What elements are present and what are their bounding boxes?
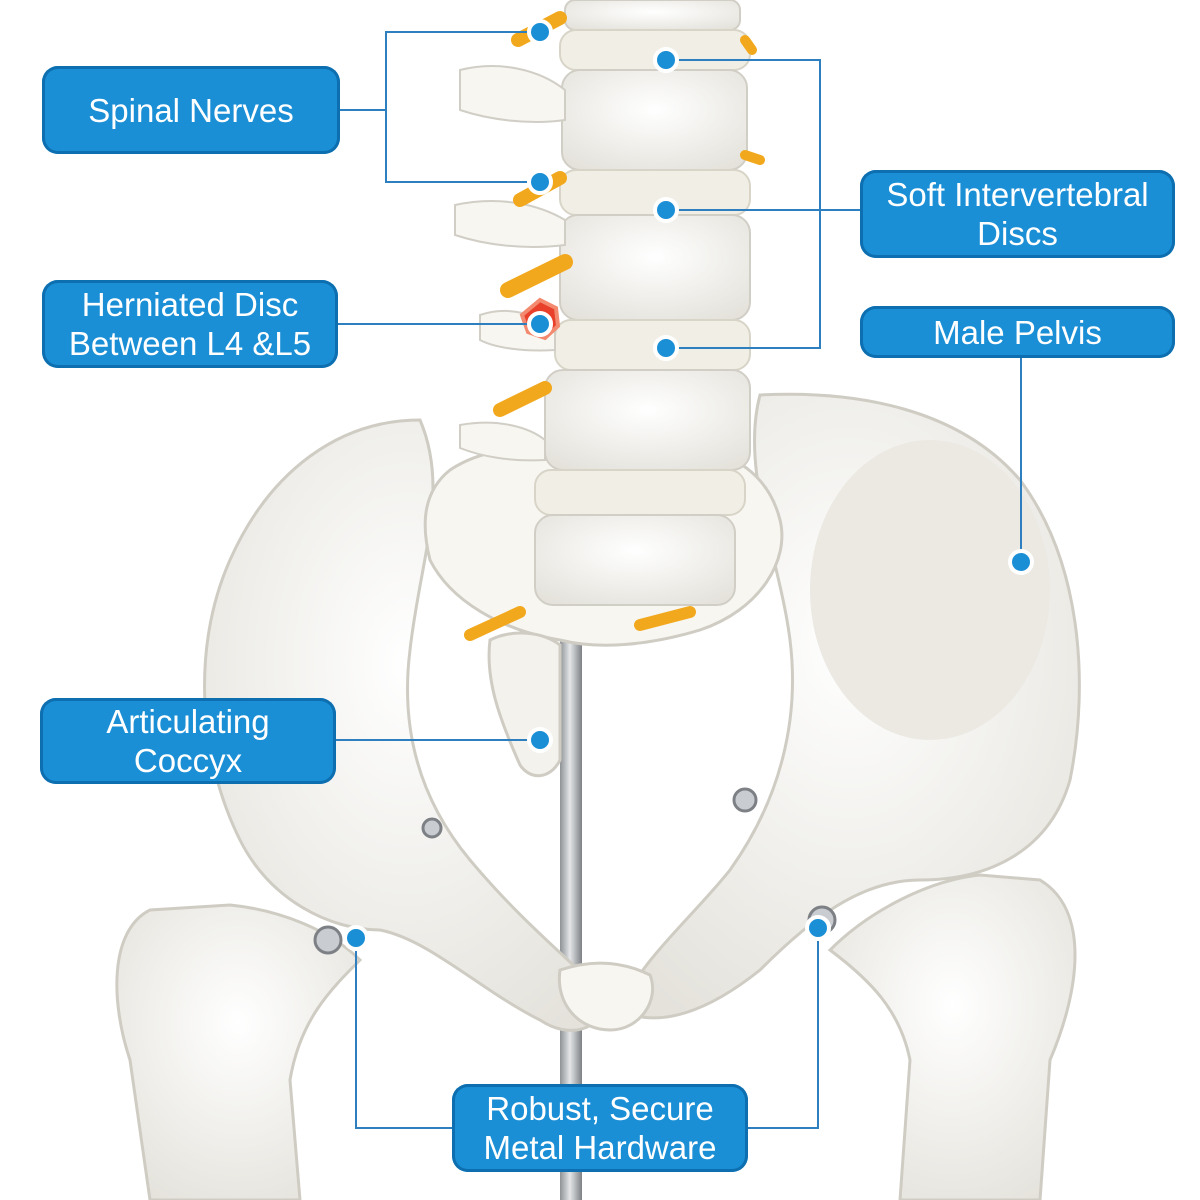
marker-nerve-bottom <box>527 169 553 195</box>
marker-hardware-left <box>343 925 369 951</box>
bolt-left-hip <box>313 925 343 955</box>
vertebra-l4 <box>544 369 751 471</box>
marker-disc-bottom <box>653 335 679 361</box>
left-ilium <box>203 418 612 1032</box>
label-coccyx-line-2: Coccyx <box>133 742 243 779</box>
label-spinal-nerves: Spinal Nerves <box>42 66 340 154</box>
leader-lines <box>336 31 1022 1129</box>
label-hardware: Robust, Secure Metal Hardware <box>452 1084 748 1172</box>
stand-rod <box>560 600 582 1200</box>
disc-3 <box>554 319 751 371</box>
leader-spinal-nerves <box>385 31 540 183</box>
nerve-6 <box>634 606 696 631</box>
process-left-4 <box>459 421 546 462</box>
process-left-1 <box>459 65 566 123</box>
leader-discs <box>666 59 821 349</box>
marker-disc-top <box>653 47 679 73</box>
label-soft-discs-line-1: Soft Intervertebral <box>886 176 1149 213</box>
leader-hardware <box>355 938 452 1129</box>
vertebra-l5 <box>534 514 736 606</box>
nerve-8 <box>740 150 765 165</box>
bolt-right-pelvis <box>732 787 758 813</box>
nerve-5 <box>464 606 526 641</box>
marker-nerve-top <box>527 19 553 45</box>
process-left-2 <box>454 199 566 248</box>
marker-coccyx <box>527 727 553 753</box>
coccyx-bone <box>487 631 562 778</box>
label-coccyx: Articulating Coccyx <box>40 698 336 784</box>
label-spinal-nerves-line-1: Spinal Nerves <box>88 91 294 129</box>
right-iliac-fossa <box>810 440 1050 740</box>
label-herniated-disc: Herniated Disc Between L4 &L5 <box>42 280 338 368</box>
leader-hardware-right <box>748 928 819 1129</box>
label-herniated-disc-line-2: Between L4 &L5 <box>68 325 312 362</box>
label-male-pelvis: Male Pelvis <box>860 306 1175 358</box>
label-coccyx-line-1: Articulating <box>106 703 270 740</box>
marker-herniation <box>527 311 553 337</box>
label-hardware-line-1: Robust, Secure <box>486 1090 714 1127</box>
label-hardware-line-2: Metal Hardware <box>483 1129 717 1166</box>
vertebra-l3 <box>559 214 751 321</box>
label-soft-discs: Soft Intervertebral Discs <box>860 170 1175 258</box>
marker-disc-mid <box>653 197 679 223</box>
nerve-3 <box>500 254 573 298</box>
label-soft-discs-line-2: Discs <box>977 215 1058 252</box>
marker-pelvis <box>1008 549 1034 575</box>
label-male-pelvis-line-1: Male Pelvis <box>933 313 1102 351</box>
marker-hardware-right <box>805 915 831 941</box>
nerve-4 <box>493 381 552 417</box>
vertebra-l2 <box>561 69 748 171</box>
nerve-7 <box>740 35 757 55</box>
markers <box>343 19 1034 951</box>
left-femur <box>115 903 363 1200</box>
label-herniated-disc-line-1: Herniated Disc <box>81 286 299 323</box>
pubic-symphysis <box>557 961 655 1032</box>
bolt-left-pelvis <box>421 817 443 839</box>
vertebra-l1 <box>564 0 741 31</box>
right-femur <box>827 873 1077 1200</box>
disc-4 <box>534 469 746 516</box>
